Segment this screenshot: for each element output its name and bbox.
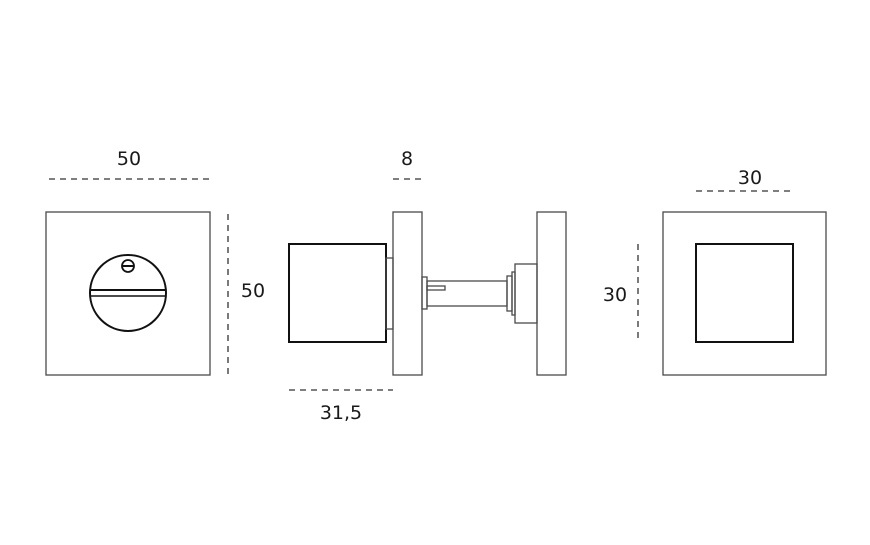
back-inner-width-label: 30 — [738, 167, 762, 189]
knob-depth-label: 31,5 — [320, 402, 362, 424]
side-view: 8 31,5 — [288, 148, 567, 424]
right-rose-plate — [536, 211, 567, 376]
front-width-label: 50 — [117, 148, 141, 170]
back-inner-square — [695, 243, 794, 343]
spindle-assembly — [421, 263, 538, 324]
back-inner-height-label: 30 — [603, 284, 627, 306]
turn-knob — [89, 254, 167, 332]
front-rose-plate — [45, 211, 211, 376]
front-view: 50 50 — [45, 148, 265, 376]
back-view: 30 30 — [603, 167, 827, 376]
rose-thickness-label: 8 — [401, 148, 413, 170]
emergency-release-icon — [121, 259, 135, 273]
knob-collar — [385, 257, 394, 330]
left-rose-plate — [392, 211, 423, 376]
front-height-label: 50 — [241, 280, 265, 302]
knob-body — [288, 243, 387, 343]
back-rose-plate — [662, 211, 827, 376]
